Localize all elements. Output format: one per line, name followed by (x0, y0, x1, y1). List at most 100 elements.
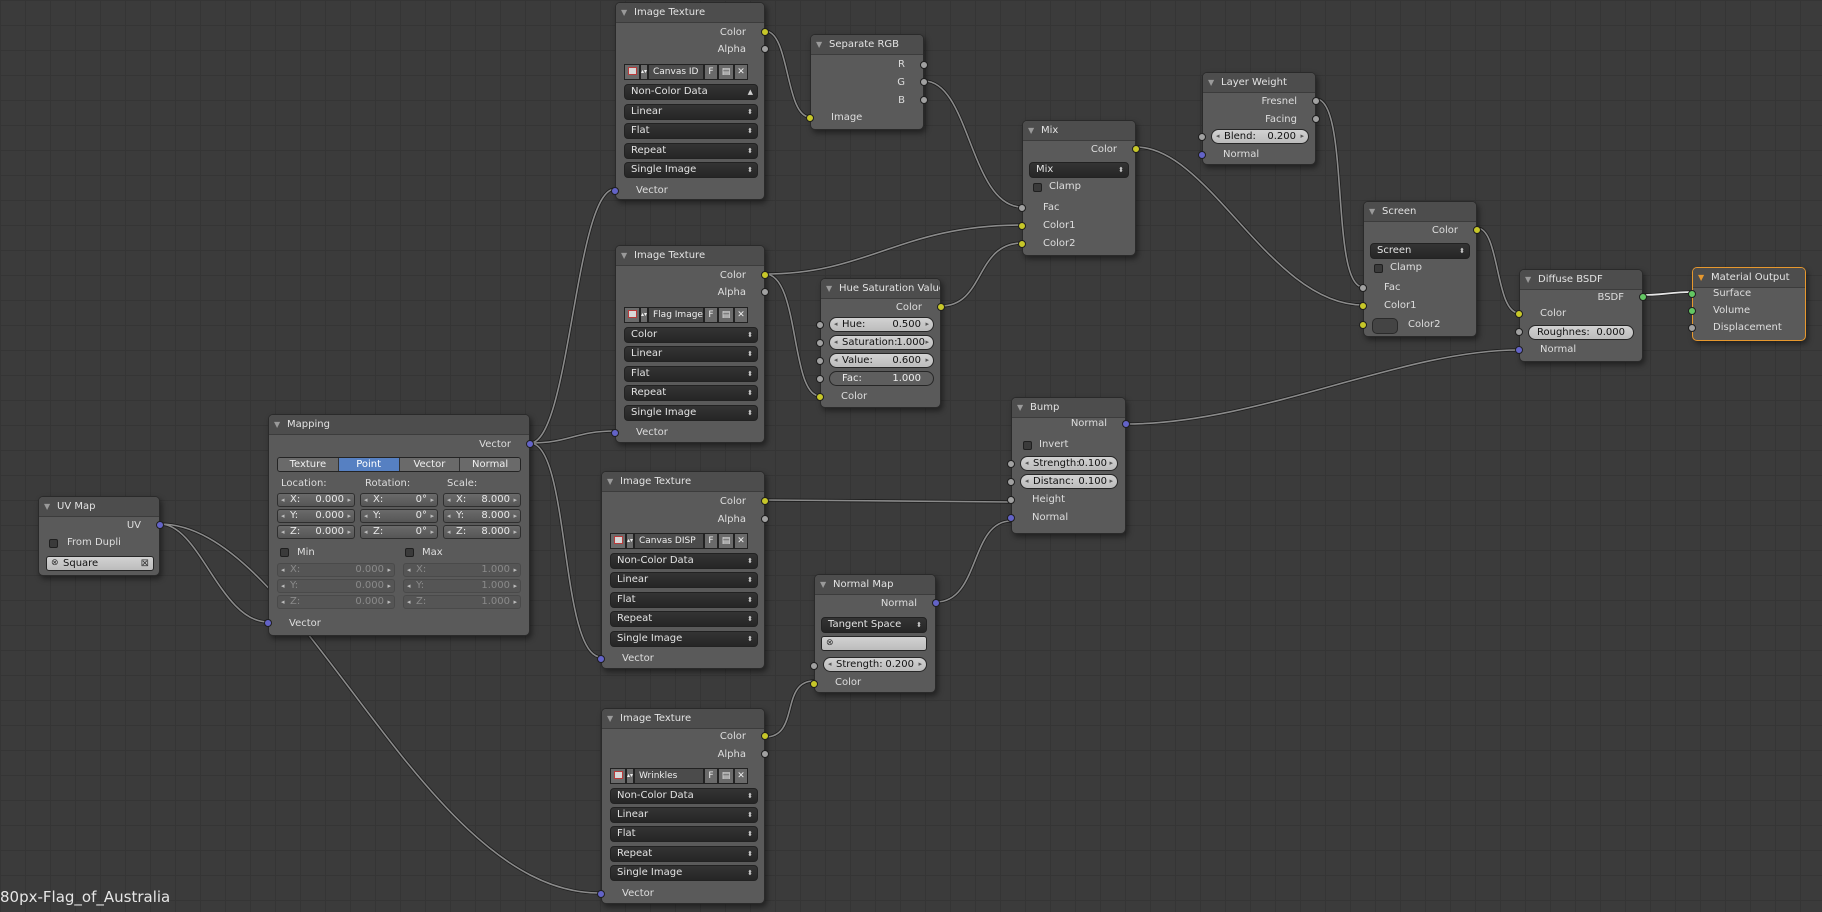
strength-input-socket[interactable] (1007, 460, 1015, 468)
uv-map-name-field[interactable]: ⊗ Square ⊠ (46, 556, 154, 571)
value-input-socket[interactable] (816, 357, 824, 365)
alpha-output-socket[interactable] (761, 288, 769, 296)
diffuse-bsdf-node[interactable]: ▼Diffuse BSDF BSDF Color Roughnes:0.000 … (1515, 269, 1647, 362)
open-folder-icon[interactable]: ▤ (718, 768, 734, 784)
mode-point[interactable]: Point (338, 458, 400, 471)
alpha-output-socket[interactable] (761, 45, 769, 53)
color-space-dropdown[interactable]: Non-Color Data▲ (624, 84, 758, 100)
surface-input-socket[interactable] (1688, 290, 1696, 298)
collapse-triangle-icon[interactable]: ▼ (621, 251, 628, 260)
layer-weight-header[interactable]: ▼Layer Weight (1203, 73, 1315, 93)
browse-arrows-icon[interactable]: ▴▾ (626, 533, 634, 549)
height-input-socket[interactable] (1007, 496, 1015, 504)
unlink-icon[interactable]: ✕ (734, 307, 748, 323)
color-output-socket[interactable] (761, 732, 769, 740)
image-texture-header[interactable]: ▼Image Texture (602, 472, 764, 492)
max-checkbox[interactable] (405, 548, 414, 557)
fac-input-socket[interactable] (1359, 284, 1367, 292)
alpha-output-socket[interactable] (761, 515, 769, 523)
color2-input-socket[interactable] (1359, 321, 1367, 329)
projection-dropdown[interactable]: Flat⬍ (610, 592, 758, 608)
fac-slider[interactable]: Fac:1.000 (829, 371, 934, 386)
fake-user-button[interactable]: F (704, 64, 718, 80)
hue-saturation-value-node[interactable]: ▼Hue Saturation Value Color ◂Hue:0.500▸ … (816, 278, 945, 408)
collapse-triangle-icon[interactable]: ▼ (1028, 126, 1035, 135)
fake-user-button[interactable]: F (704, 533, 718, 549)
unlink-icon[interactable]: ✕ (734, 533, 748, 549)
screen-mix-node[interactable]: ▼Screen Color Screen⬍ Clamp Fac Color1 C… (1359, 201, 1481, 337)
collapse-triangle-icon[interactable]: ▼ (1525, 275, 1532, 284)
roughness-field[interactable]: Roughnes:0.000 (1528, 325, 1634, 340)
image-name-field[interactable]: Canvas ID (648, 64, 704, 80)
bump-header[interactable]: ▼Bump (1012, 398, 1125, 418)
location-z-field[interactable]: ◂Z:0.000▸ (277, 525, 355, 539)
scale-z-field[interactable]: ◂Z:8.000▸ (443, 525, 521, 539)
location-y-field[interactable]: ◂Y:0.000▸ (277, 509, 355, 523)
color-input-socket[interactable] (816, 393, 824, 401)
collapse-triangle-icon[interactable]: ▼ (1017, 403, 1024, 412)
saturation-input-socket[interactable] (816, 339, 824, 347)
vector-input-socket[interactable] (264, 619, 272, 627)
normal-output-socket[interactable] (1122, 420, 1130, 428)
color-output-socket[interactable] (761, 28, 769, 36)
interpolation-dropdown[interactable]: Linear⬍ (624, 346, 758, 362)
color2-swatch[interactable] (1372, 318, 1398, 334)
source-dropdown[interactable]: Single Image⬍ (610, 631, 758, 647)
collapse-triangle-icon[interactable]: ▼ (826, 284, 833, 293)
vector-input-socket[interactable] (597, 890, 605, 898)
saturation-field[interactable]: ◂Saturation:1.000▸ (829, 335, 934, 350)
source-dropdown[interactable]: Single Image⬍ (624, 405, 758, 421)
color1-input-socket[interactable] (1018, 222, 1026, 230)
image-selector[interactable]: ▴▾ Canvas DISP F ▤ ✕ (610, 533, 748, 549)
material-output-header[interactable]: ▼Material Output (1693, 268, 1805, 288)
open-folder-icon[interactable]: ▤ (718, 64, 734, 80)
collapse-triangle-icon[interactable]: ▼ (607, 477, 614, 486)
mix-header[interactable]: ▼Mix (1023, 121, 1135, 141)
strength-field[interactable]: ◂Strength:0.200▸ (823, 657, 927, 672)
uv-output-socket[interactable] (156, 521, 164, 529)
extension-dropdown[interactable]: Repeat⬍ (610, 846, 758, 862)
color-input-socket[interactable] (810, 680, 818, 688)
bump-node[interactable]: ▼Bump Normal Invert ◂Strength:0.100▸ ◂Di… (1007, 397, 1130, 534)
normal-map-header[interactable]: ▼Normal Map (815, 575, 935, 595)
strength-input-socket[interactable] (810, 662, 818, 670)
mapping-header[interactable]: ▼Mapping (269, 415, 529, 435)
normal-output-socket[interactable] (932, 599, 940, 607)
blend-input-socket[interactable] (1198, 133, 1206, 141)
image-selector[interactable]: ▴▾ Canvas ID F ▤ ✕ (624, 64, 748, 80)
distance-input-socket[interactable] (1007, 478, 1015, 486)
image-texture-header[interactable]: ▼Image Texture (602, 709, 764, 729)
mix-node[interactable]: ▼Mix Color Mix⬍ Clamp Fac Color1 Color2 (1018, 120, 1140, 256)
collapse-triangle-icon[interactable]: ▼ (820, 580, 827, 589)
image-texture-node-canvas-id[interactable]: ▼Image Texture Color Alpha ▴▾ Canvas ID … (611, 2, 769, 200)
image-name-field[interactable]: Canvas DISP (634, 533, 704, 549)
fake-user-button[interactable]: F (704, 768, 718, 784)
vector-input-socket[interactable] (611, 187, 619, 195)
image-texture-header[interactable]: ▼Image Texture (616, 3, 764, 23)
interpolation-dropdown[interactable]: Linear⬍ (610, 807, 758, 823)
mode-vector[interactable]: Vector (399, 458, 461, 471)
projection-dropdown[interactable]: Flat⬍ (624, 366, 758, 382)
normal-input-socket[interactable] (1515, 346, 1523, 354)
screen-header[interactable]: ▼Screen (1364, 202, 1476, 222)
browse-arrows-icon[interactable]: ▴▾ (626, 768, 634, 784)
blend-type-dropdown[interactable]: Mix⬍ (1029, 162, 1129, 178)
open-folder-icon[interactable]: ▤ (718, 307, 734, 323)
color-space-dropdown[interactable]: Color⬍ (624, 327, 758, 343)
volume-input-socket[interactable] (1688, 307, 1696, 315)
uv-map-header[interactable]: ▼UV Map (39, 497, 159, 517)
source-dropdown[interactable]: Single Image⬍ (610, 865, 758, 881)
location-x-field[interactable]: ◂X:0.000▸ (277, 493, 355, 507)
fac-input-socket[interactable] (816, 375, 824, 383)
invert-checkbox[interactable] (1023, 441, 1032, 450)
color-output-socket[interactable] (761, 497, 769, 505)
normal-input-socket[interactable] (1198, 151, 1206, 159)
image-selector[interactable]: ▴▾ Wrinkles F ▤ ✕ (610, 768, 748, 784)
mapping-node[interactable]: ▼Mapping Vector Texture Point Vector Nor… (264, 414, 534, 636)
rotation-z-field[interactable]: ◂Z:0°▸ (360, 525, 438, 539)
color-input-socket[interactable] (1515, 310, 1523, 318)
collapse-triangle-icon[interactable]: ▼ (1698, 273, 1705, 282)
open-folder-icon[interactable]: ▤ (718, 533, 734, 549)
normal-map-node[interactable]: ▼Normal Map Normal Tangent Space⬍ ⊗ ◂Str… (810, 574, 940, 693)
r-output-socket[interactable] (920, 61, 928, 69)
